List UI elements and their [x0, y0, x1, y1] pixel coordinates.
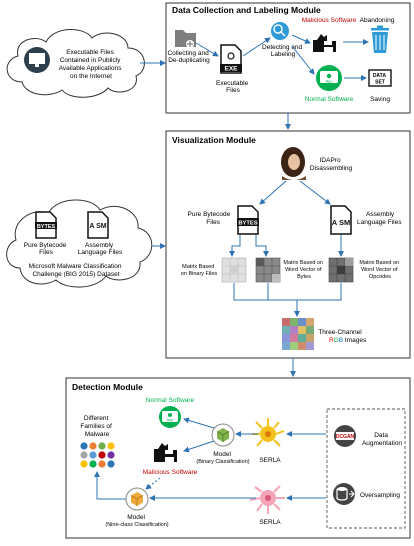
viz-asm-tag: A SM	[332, 218, 350, 227]
malicious-label: Malicious Software	[302, 17, 357, 24]
arrow-exe-to-detect	[242, 37, 271, 57]
rgb-images-label: RGB Images	[329, 337, 367, 344]
arrow-ida-to-asm	[299, 180, 331, 205]
arrow-malicious-to-nine-model	[145, 477, 161, 490]
opcode-matrix	[328, 257, 354, 283]
asm-file-icon: A SM	[87, 211, 109, 239]
families-label: Different Families of Malware	[80, 415, 113, 438]
augmentation-label: Data Augmentation	[362, 432, 402, 447]
rgb-image-grid	[282, 318, 314, 350]
trash-bin-icon	[371, 25, 389, 53]
bytes-file-icon: BYTES	[35, 211, 57, 239]
detection-normal-app-icon: App	[159, 406, 181, 428]
arrow-folder-to-exe	[195, 42, 219, 57]
arrow-binary-model-to-malicious	[183, 440, 215, 453]
arrow-nine-model-to-families	[94, 471, 126, 500]
dcgan-tag: DCGAN	[336, 434, 355, 440]
nine-class-model-label: Model (Nine-class Classification)	[105, 514, 168, 528]
dcgan-icon: DCGAN	[334, 425, 356, 447]
detection-horse-icon	[154, 443, 177, 462]
serla-neuron-pink-icon	[249, 485, 285, 514]
bytes-cloud-label: Pure Bytecode Files	[24, 242, 68, 256]
collecting-label: Collecting and De-duplicating	[167, 50, 210, 64]
internet-cloud: Executable Files Contained in Publicly A…	[6, 29, 145, 98]
serla-label-bottom: SERLA	[259, 519, 281, 526]
rgb-r: R	[329, 337, 334, 344]
detection-malicious-label: Malicious Software	[143, 469, 198, 476]
viz-bytes-tag: BYTES	[238, 221, 257, 227]
microsoft-dataset-cloud: BYTES A SM Pure Bytecode Files Assembly …	[6, 199, 153, 288]
ida-portrait-icon	[281, 147, 306, 180]
trojan-horse-icon	[313, 34, 336, 52]
abandoning-label: Abandoning	[360, 17, 395, 24]
malware-families-dots	[80, 442, 115, 468]
serla-label-top: SERLA	[259, 457, 281, 464]
matrix-bytes-label: Matrix Based on Word Vector of Bytes	[283, 260, 324, 280]
asm-cloud-label: Assembly Language Files	[78, 242, 123, 256]
visualization-module-title: Visualization Module	[172, 135, 256, 145]
nine-class-model-icon	[125, 487, 149, 511]
executable-label: Executable Files	[216, 80, 250, 94]
matrix-binary-label: Matrix Based on Binary Files	[181, 264, 218, 277]
binary-model-icon	[211, 423, 235, 447]
bytes-tag: BYTES	[37, 224, 56, 230]
normal-app-icon: App	[316, 65, 342, 91]
detection-normal-label: Normal Software	[146, 397, 195, 404]
collection-module-box	[165, 2, 411, 114]
arrow-bytes-to-binary-matrix	[229, 235, 241, 257]
arrow-binary-model-to-normal	[183, 417, 215, 429]
detecting-label: Detecting and Labeling	[262, 44, 304, 58]
pure-bytecode-label: Pure Bytecode Files	[188, 211, 232, 226]
detect-magnifier-icon	[271, 22, 289, 40]
arrow-detect-to-malicious	[291, 34, 311, 44]
arrow-bytes-to-bytes-matrix	[255, 235, 269, 257]
binary-model-label: Model (Binary Classification)	[196, 451, 249, 465]
three-channel-label: Three-Channel	[318, 329, 362, 336]
detection-app-tag: App	[167, 418, 173, 422]
matrix-opcodes-label: Matrix Based on Word Vector of Opcodes	[359, 260, 400, 280]
app-tag: App	[325, 79, 333, 84]
dataset-icon: DATA SET	[368, 69, 392, 87]
augmentation-box	[326, 408, 406, 529]
rgb-g: G	[334, 337, 339, 344]
detection-module-title: Detection Module	[72, 382, 143, 392]
folder-icon	[175, 30, 196, 48]
exe-file-icon: EXE	[220, 44, 242, 74]
serla-neuron-yellow-icon	[252, 418, 285, 447]
viz-asm-file-icon: A SM	[330, 205, 352, 235]
arrow-detect-to-normal	[291, 45, 315, 75]
idapro-label: IDAPro Disassembling	[310, 157, 353, 172]
assembly-label: Assembly Language Files	[357, 211, 402, 226]
binary-matrix	[221, 257, 247, 283]
oversampling-label: Oversampling	[360, 492, 400, 499]
oversampling-icon	[333, 483, 355, 505]
bytes-matrix	[255, 257, 281, 283]
arrow-ida-to-bytes	[259, 180, 287, 205]
viz-bytes-file-icon: BYTES	[237, 205, 259, 235]
normal-label: Normal Software	[305, 96, 354, 103]
rgb-b: B	[339, 337, 343, 344]
asm-tag: A SM	[89, 223, 106, 230]
exe-tag: EXE	[224, 66, 238, 73]
collection-module-title: Data Collection and Labeling Module	[172, 5, 321, 15]
microsoft-dataset-label: Microsoft Malware Classification Challen…	[29, 263, 124, 278]
dataset-tag: DATA SET	[373, 73, 387, 86]
internet-cloud-text: Executable Files Contained in Publicly A…	[59, 49, 124, 80]
saving-label: Saving	[370, 96, 390, 103]
